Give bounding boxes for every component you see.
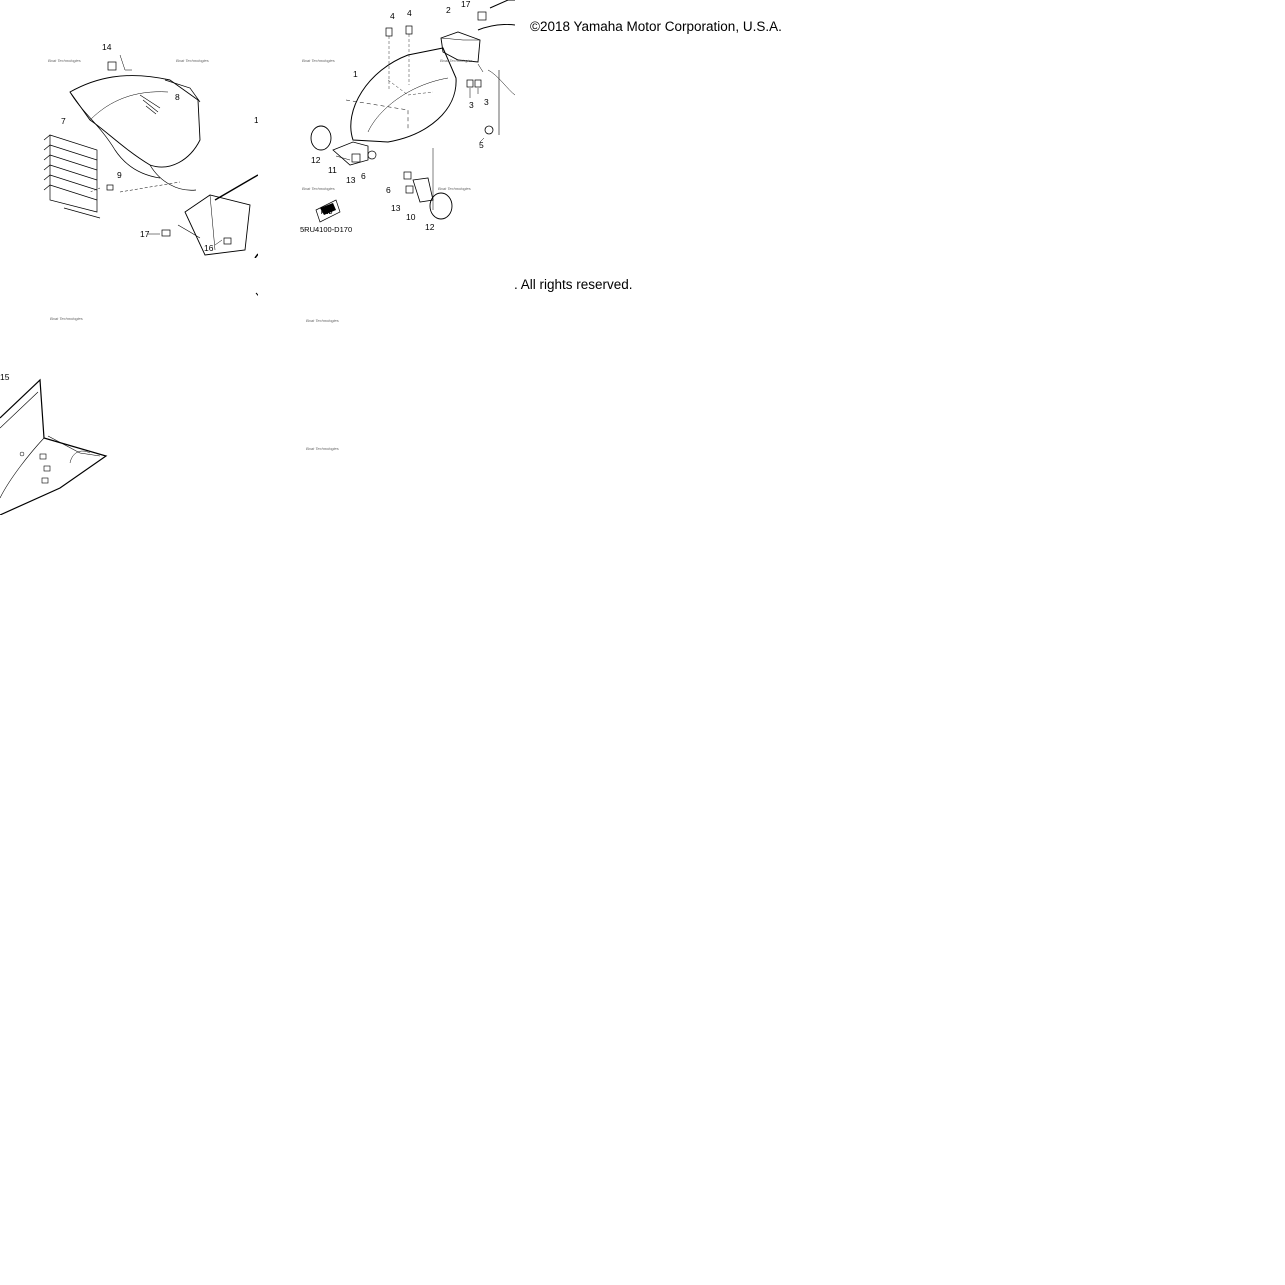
callout-14: 14 — [102, 42, 112, 52]
callout-11: 11 — [328, 165, 337, 175]
callout-1: 1 — [254, 115, 258, 125]
callout-15: 15 — [0, 372, 10, 382]
rights-notice: . All rights reserved. — [514, 277, 633, 292]
callout-17: 17 — [461, 0, 471, 9]
callout-10: 10 — [406, 212, 416, 222]
diagram-tile-left-bottom: Boat Technologies 15 — [0, 258, 258, 515]
callout-4: 4 — [390, 11, 395, 21]
copyright-notice: ©2018 Yamaha Motor Corporation, U.S.A. — [530, 19, 782, 34]
watermark: Boat Technologies — [302, 58, 335, 63]
watermark: Boat Technologies — [176, 58, 209, 63]
callout-8: 8 — [175, 92, 180, 102]
callout-12: 12 — [425, 222, 435, 232]
side-panel-drawing: Boat Technologies 15 — [0, 292, 258, 515]
watermark: Boat Technologies — [438, 186, 471, 191]
callout-6: 6 — [361, 171, 366, 181]
fender-drawing: FWD Boat Technologies Boat Technologies … — [300, 0, 515, 234]
fwd-label: FWD — [321, 210, 333, 216]
callout-13: 13 — [346, 175, 356, 185]
watermark: Boat Technologies — [306, 318, 339, 323]
cowling-drawing: Boat Technologies Boat Technologies 14 8… — [43, 42, 258, 258]
callout-6: 6 — [386, 185, 391, 195]
callout-1: 1 — [353, 69, 358, 79]
empty-drawing: Boat Technologies Boat Technologies — [306, 318, 339, 451]
watermark: Boat Technologies — [50, 316, 83, 321]
diagram-tile-right-bottom: Boat Technologies Boat Technologies — [258, 258, 515, 515]
watermark: Boat Technologies — [440, 58, 473, 63]
diagram-tile-left-top: Boat Technologies Boat Technologies 14 8… — [0, 0, 258, 258]
callout-12: 12 — [311, 155, 321, 165]
callout-2: 2 — [446, 5, 451, 15]
watermark: Boat Technologies — [48, 58, 81, 63]
callout-5: 5 — [479, 140, 484, 150]
watermark: Boat Technologies — [306, 446, 339, 451]
callout-9: 9 — [117, 170, 122, 180]
diagram-tile-right-top: FWD Boat Technologies Boat Technologies … — [258, 0, 515, 258]
callout-3: 3 — [469, 100, 474, 110]
diagram-code: 5RU4100-D170 — [300, 225, 352, 234]
callout-16: 16 — [204, 243, 214, 253]
callout-7: 7 — [61, 116, 66, 126]
callout-17: 17 — [140, 229, 150, 239]
callout-13: 13 — [391, 203, 401, 213]
watermark: Boat Technologies — [302, 186, 335, 191]
callout-4: 4 — [407, 8, 412, 18]
callout-3: 3 — [484, 97, 489, 107]
